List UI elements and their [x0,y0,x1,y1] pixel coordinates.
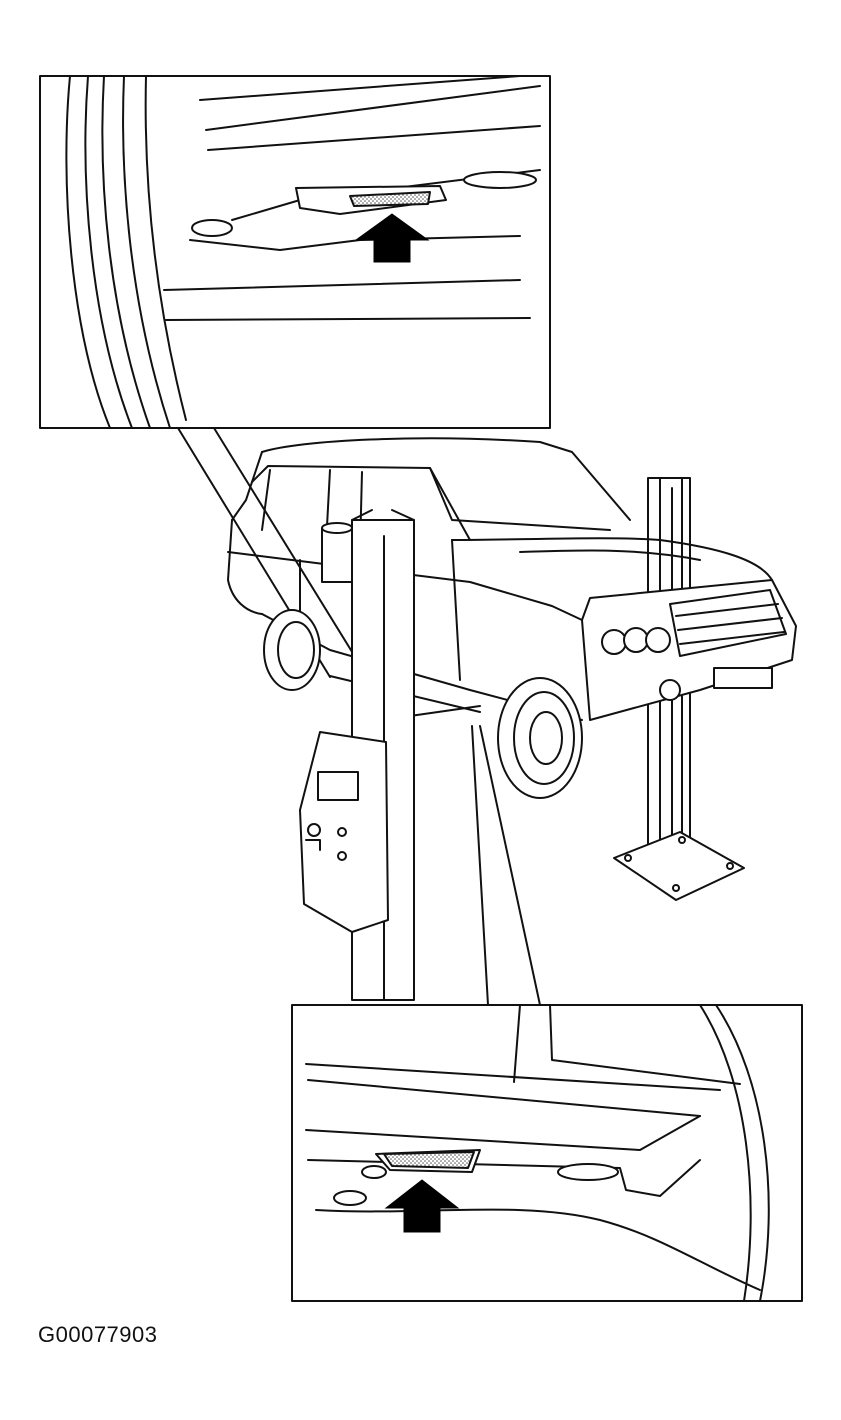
control-display [318,772,358,800]
figure-id-label: G00077903 [38,1322,158,1347]
lower-arrow-icon [386,1180,458,1232]
upper-arrow-icon [356,214,428,262]
vehicle [228,438,796,798]
lower-jack-pad [384,1152,474,1168]
upper-jack-pad [350,192,430,206]
front-lift-post [300,510,414,1000]
upper-detail [40,76,550,428]
lower-detail [292,1005,802,1301]
